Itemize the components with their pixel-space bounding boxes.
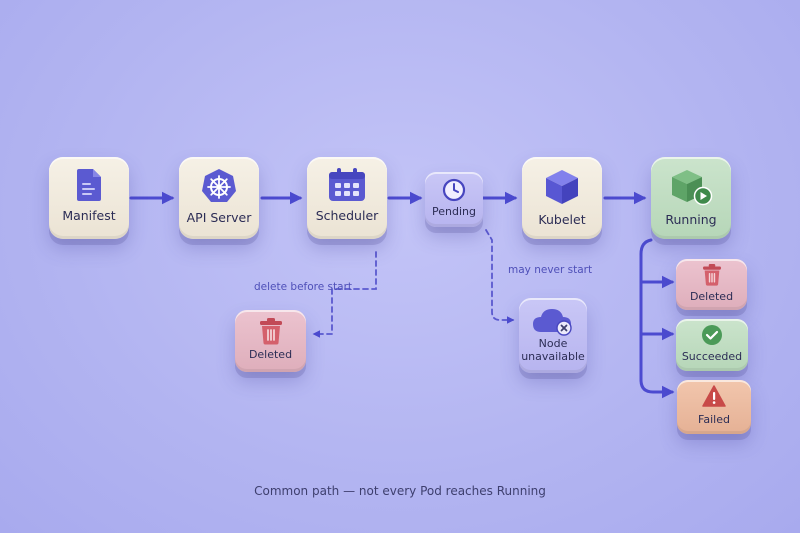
deleted-node: Deleted — [676, 259, 747, 310]
kubernetes-helm-icon — [202, 169, 236, 202]
caption: Common path — not every Pod reaches Runn… — [254, 484, 546, 498]
edge-pending-unavailable-dashed — [485, 229, 515, 324]
scheduler-label: Scheduler — [315, 208, 379, 223]
deleted-early-node: Deleted — [235, 310, 306, 372]
edge-scheduler-deleted-dashed — [312, 251, 377, 338]
pending-label: Pending — [432, 205, 476, 218]
cloud-error-icon — [533, 309, 572, 336]
running-node: Running — [651, 157, 731, 239]
cube-icon — [546, 170, 578, 204]
failed-label: Failed — [698, 413, 730, 426]
succeeded-node: Succeeded — [676, 319, 748, 371]
api-server-label: API Server — [186, 210, 252, 225]
deleted-early-label: Deleted — [248, 348, 293, 361]
scheduler-node: Scheduler — [307, 157, 387, 239]
api-server-node: API Server — [179, 157, 259, 239]
kubelet-node: Kubelet — [522, 157, 602, 239]
node-unavailable-label-line1: Node — [538, 337, 568, 350]
trash-icon — [259, 318, 282, 345]
calendar-icon — [329, 168, 365, 201]
deleted-label: Deleted — [689, 290, 734, 303]
edge-running-branch — [639, 238, 675, 399]
delete-before-start-annotation: delete before start — [254, 281, 353, 293]
node-unavailable-label-line2: unavailable — [521, 350, 585, 363]
succeeded-label: Succeeded — [681, 350, 743, 363]
document-icon — [77, 169, 101, 201]
failed-node: Failed — [677, 380, 751, 434]
container-play-icon — [672, 170, 713, 206]
warning-icon — [702, 385, 726, 407]
running-label: Running — [665, 212, 717, 227]
check-circle-icon — [702, 325, 722, 345]
manifest-node: Manifest — [49, 157, 129, 239]
kubelet-label: Kubelet — [538, 212, 586, 227]
trash-icon — [702, 264, 721, 286]
pending-node: Pending — [425, 172, 483, 227]
may-never-start-annotation: may never start — [508, 264, 593, 276]
clock-icon — [442, 178, 466, 202]
manifest-label: Manifest — [62, 208, 116, 223]
node-unavailable-node: Node unavailable — [519, 298, 587, 373]
